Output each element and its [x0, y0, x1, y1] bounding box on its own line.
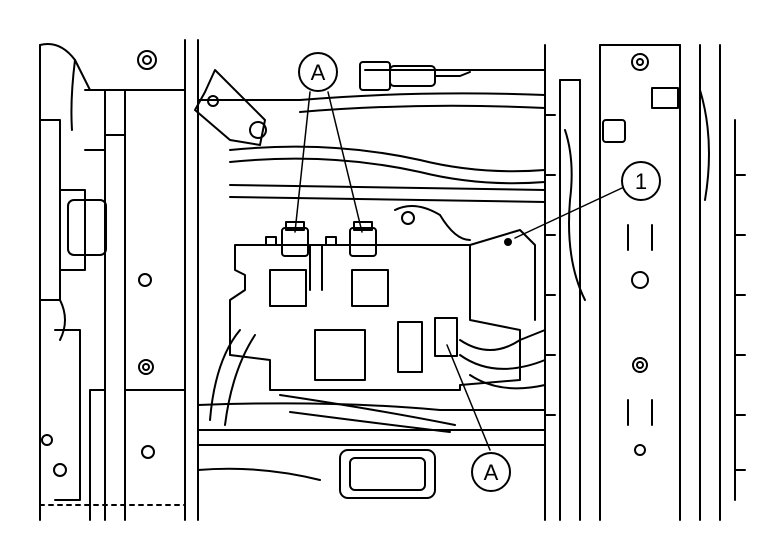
right-seat-frame [544, 44, 746, 521]
wiring-harness [197, 69, 546, 433]
callout-one-label: 1 [635, 169, 647, 194]
callout-one: 1 [621, 161, 661, 201]
callout-a-bottom-label: A [484, 460, 499, 485]
connector-a-top [281, 221, 377, 257]
left-seat-frame [39, 39, 199, 521]
callout-a-bottom: A [471, 452, 511, 492]
control-module [229, 229, 536, 391]
callout-a-top-label: A [311, 60, 326, 85]
top-connector [194, 61, 471, 146]
callout-a-top: A [298, 52, 338, 92]
callout-leaders [294, 91, 623, 451]
